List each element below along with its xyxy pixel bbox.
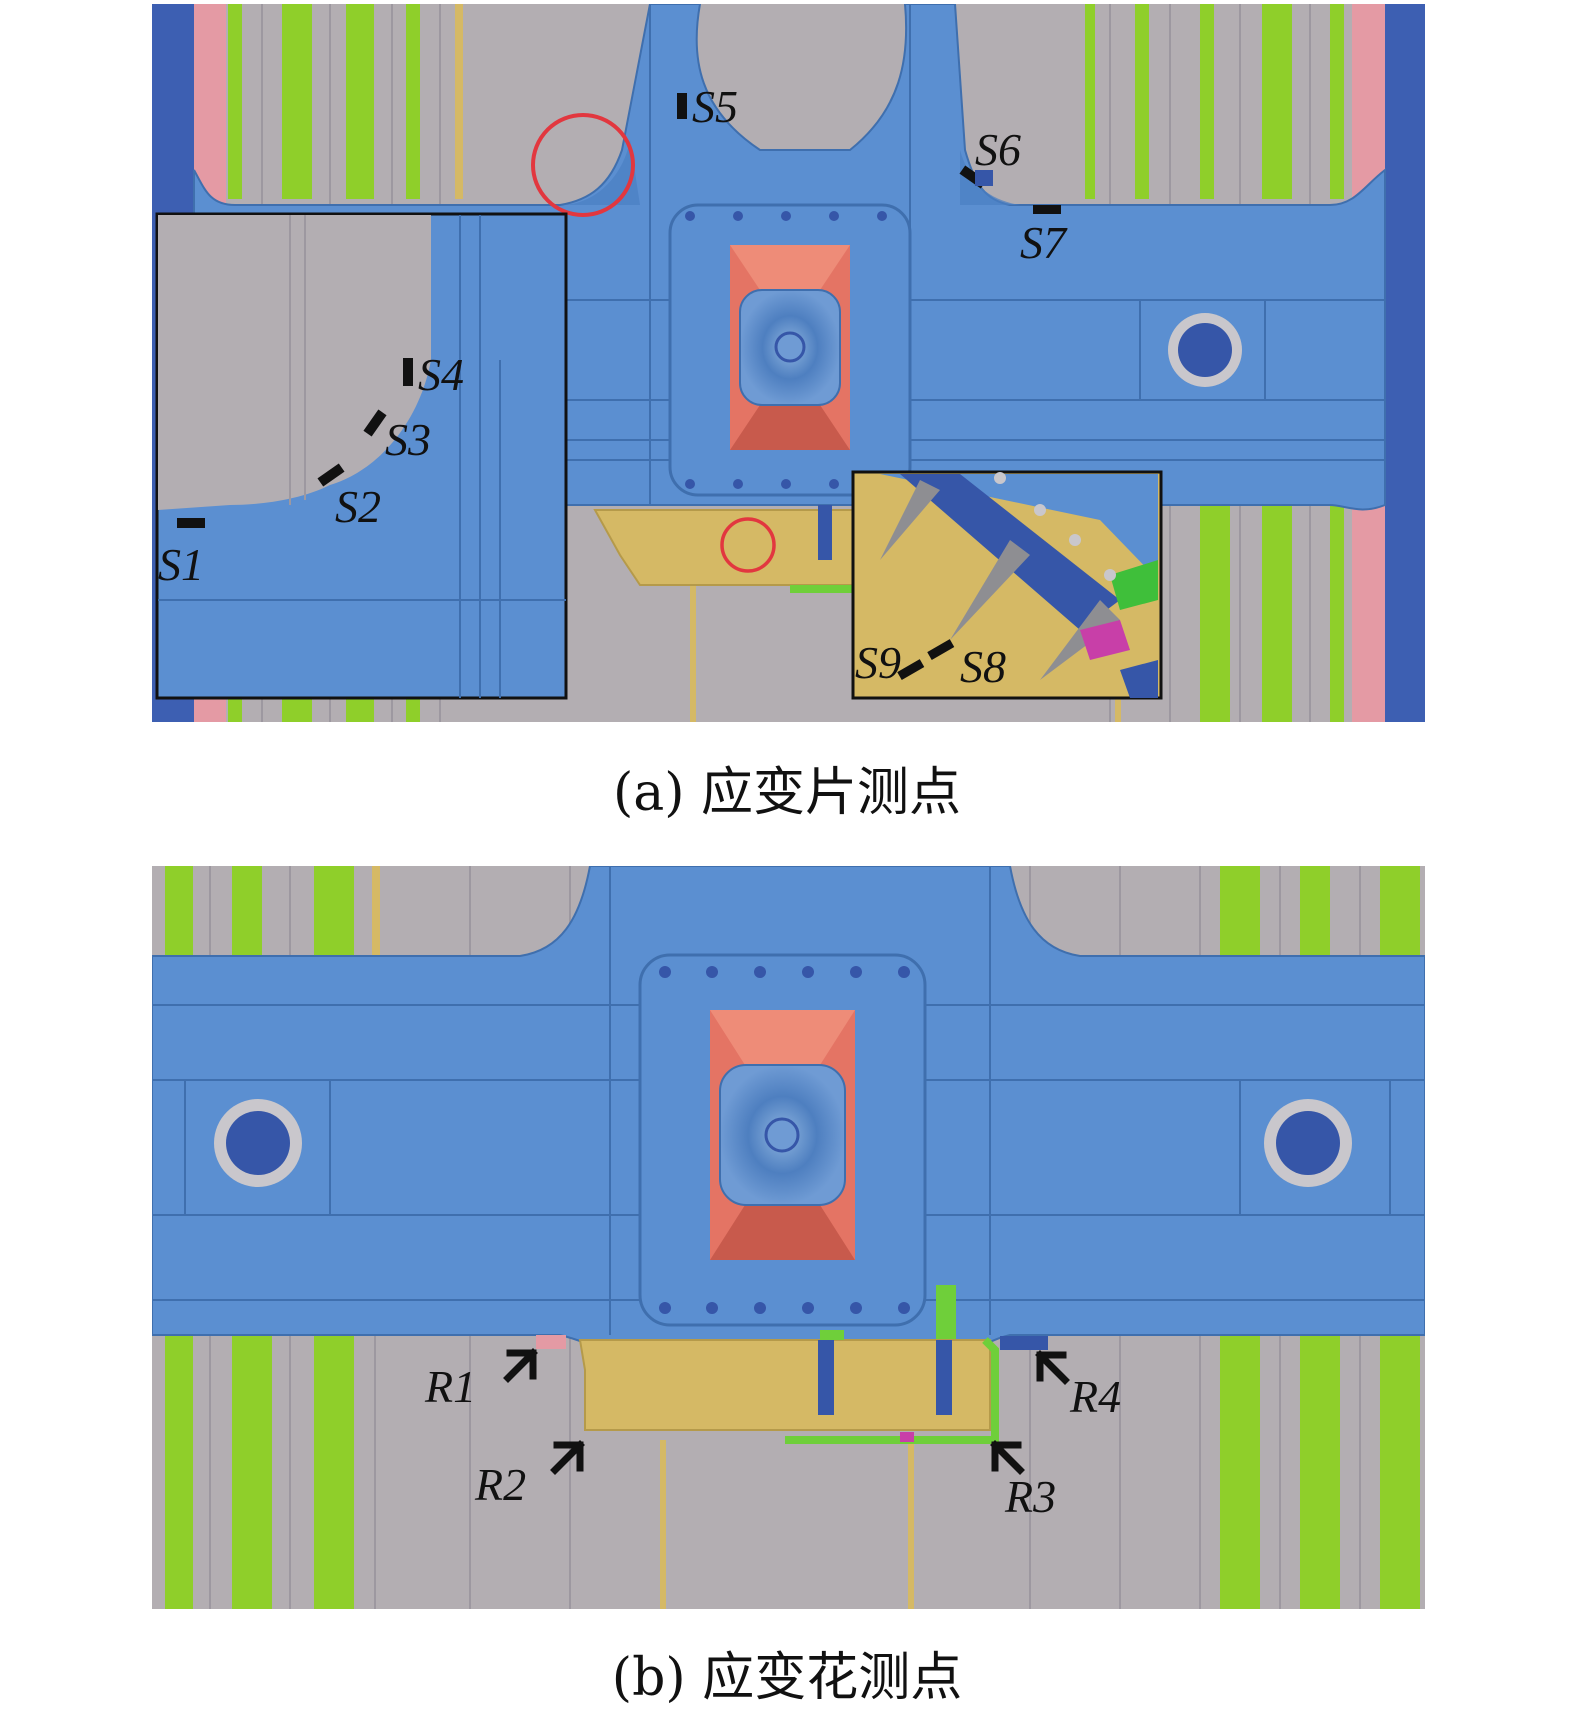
- label-r1: R1: [424, 1361, 476, 1412]
- orange-bevel-top-a: [730, 245, 850, 290]
- green-bars-b-top: [165, 866, 1420, 956]
- label-r2: R2: [474, 1459, 526, 1510]
- orange-bevel-bottom-a: [730, 405, 850, 450]
- green-strip-a: [790, 585, 880, 593]
- hub-center-a: [774, 331, 806, 363]
- yellow-plate-a: [593, 509, 881, 586]
- beam-fillet-right: [960, 150, 1020, 205]
- hole-right-b: [1276, 1111, 1340, 1175]
- green-post-b: [936, 1285, 956, 1340]
- green-edge-b: [785, 1337, 999, 1444]
- orange-bevel-top-b: [710, 1010, 855, 1065]
- beam-fillet-left: [560, 140, 640, 205]
- label-s5: S5: [692, 81, 738, 132]
- blue-post-right-b: [936, 1340, 952, 1415]
- gauge-mark-s8: [927, 639, 955, 660]
- green-bars-b-bottom: [165, 1330, 1420, 1609]
- panel-b: R1 R2 R3 R4: [152, 866, 1425, 1609]
- yellow-plate-b: [578, 1339, 991, 1431]
- blue-tab-s6: [975, 170, 993, 186]
- frame-bolts-a: [685, 211, 887, 489]
- gauge-mark-s5: [677, 93, 687, 119]
- label-s4: S4: [418, 349, 464, 400]
- gauge-mark-s2: [317, 463, 345, 487]
- panel-a: S5 S6 S7 S4 S3 S2 S1: [152, 4, 1425, 722]
- rosette-arrows: [503, 1348, 1070, 1475]
- caption-b: (b) 应变花测点: [612, 1648, 962, 1708]
- orange-bevel-bottom-b: [710, 1205, 855, 1260]
- label-s6: S6: [975, 124, 1021, 175]
- inset-right: S8 S9: [851, 470, 1163, 700]
- label-s2: S2: [335, 481, 381, 532]
- arrow-r2: [550, 1440, 585, 1475]
- gauge-mark-s9: [897, 659, 925, 680]
- caption-a: (a) 应变片测点: [613, 763, 961, 823]
- magenta-tab-b: [900, 1432, 914, 1442]
- label-s8: S8: [960, 641, 1006, 692]
- pink-tab-b: [536, 1335, 566, 1349]
- green-bars-top: [228, 4, 1344, 199]
- red-circle-large: [531, 113, 635, 217]
- gauge-mark-s3: [363, 409, 387, 437]
- label-r3: R3: [1004, 1471, 1056, 1522]
- arrow-r4: [1035, 1350, 1070, 1385]
- gauge-mark-s1: [177, 518, 205, 528]
- label-s1: S1: [158, 539, 204, 590]
- gauge-mark-s4: [403, 358, 413, 386]
- red-circle-small: [720, 517, 776, 573]
- hole-left-b: [226, 1111, 290, 1175]
- label-s7: S7: [1020, 217, 1068, 268]
- gauge-mark-s7: [1033, 205, 1061, 214]
- label-r4: R4: [1069, 1371, 1121, 1422]
- blue-tab-b: [1000, 1336, 1048, 1350]
- arrow-r3: [990, 1440, 1025, 1475]
- inset-left: S4 S3 S2 S1: [155, 212, 568, 700]
- right-edge-strip: [1385, 4, 1425, 722]
- yellow-strip-b: [372, 866, 380, 956]
- frame-bolts-b: [659, 966, 910, 1314]
- arrow-r1: [503, 1348, 538, 1383]
- label-s9: S9: [855, 637, 901, 688]
- label-s3: S3: [385, 414, 431, 465]
- blue-post-a: [818, 505, 832, 560]
- blue-post-left-b: [818, 1340, 834, 1415]
- hub-center-b: [764, 1117, 800, 1153]
- green-cap-left-b: [820, 1330, 844, 1340]
- hole-a: [1178, 323, 1232, 377]
